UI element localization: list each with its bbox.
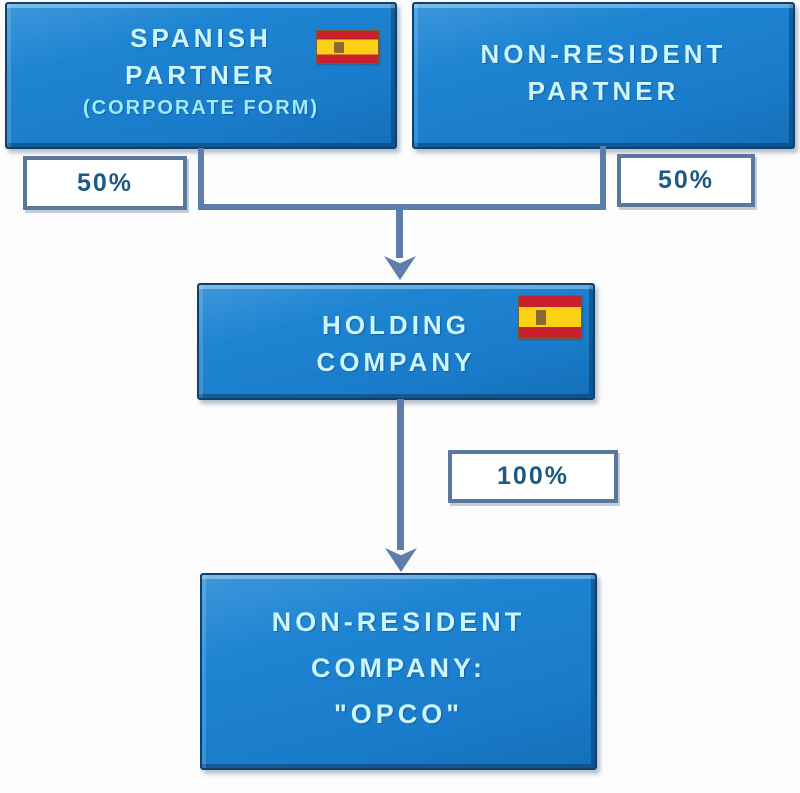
spain-flag-icon	[316, 30, 379, 64]
node-title-line: PARTNER	[125, 60, 277, 90]
share-value: 50%	[657, 166, 715, 194]
node-title-line: HOLDING	[322, 310, 470, 340]
node-title-line: NON-RESIDENT	[271, 607, 526, 637]
down-arrow-icon	[384, 256, 416, 280]
spain-coat-of-arms-icon	[334, 41, 344, 53]
spain-coat-of-arms-icon	[536, 310, 547, 325]
node-spanish-partner: SPANISH PARTNER (CORPORATE FORM)	[5, 2, 397, 149]
node-title-line: COMPANY	[316, 347, 476, 377]
node-title-line: COMPANY:	[311, 653, 486, 683]
node-subtitle-line: (CORPORATE FORM)	[82, 97, 320, 119]
connector-spanish-partner-stub	[198, 148, 204, 208]
node-non-resident-partner: NON-RESIDENT PARTNER	[412, 2, 795, 149]
node-title-line: NON-RESIDENT	[480, 39, 727, 69]
spain-flag-icon	[518, 295, 582, 339]
connector-arrow-stem-to-opco	[397, 399, 404, 550]
connector-horizontal-bar	[198, 204, 606, 210]
share-value: 50%	[76, 168, 134, 197]
connector-non-resident-stub	[600, 146, 606, 208]
node-title-line: SPANISH	[130, 23, 272, 53]
share-label-holding: 100%	[448, 450, 618, 503]
share-value: 100%	[497, 462, 569, 490]
node-holding-company: HOLDING COMPANY	[197, 283, 595, 400]
share-label-non-resident-partner: 50%	[617, 154, 755, 207]
node-opco: NON-RESIDENT COMPANY: "OPCO"	[200, 573, 597, 770]
connector-arrow-stem-to-holding	[396, 210, 403, 258]
node-title-line: "OPCO"	[333, 699, 464, 729]
down-arrow-icon	[385, 548, 417, 572]
share-label-spanish-partner: 50%	[23, 156, 187, 210]
node-title-line: PARTNER	[527, 76, 680, 106]
